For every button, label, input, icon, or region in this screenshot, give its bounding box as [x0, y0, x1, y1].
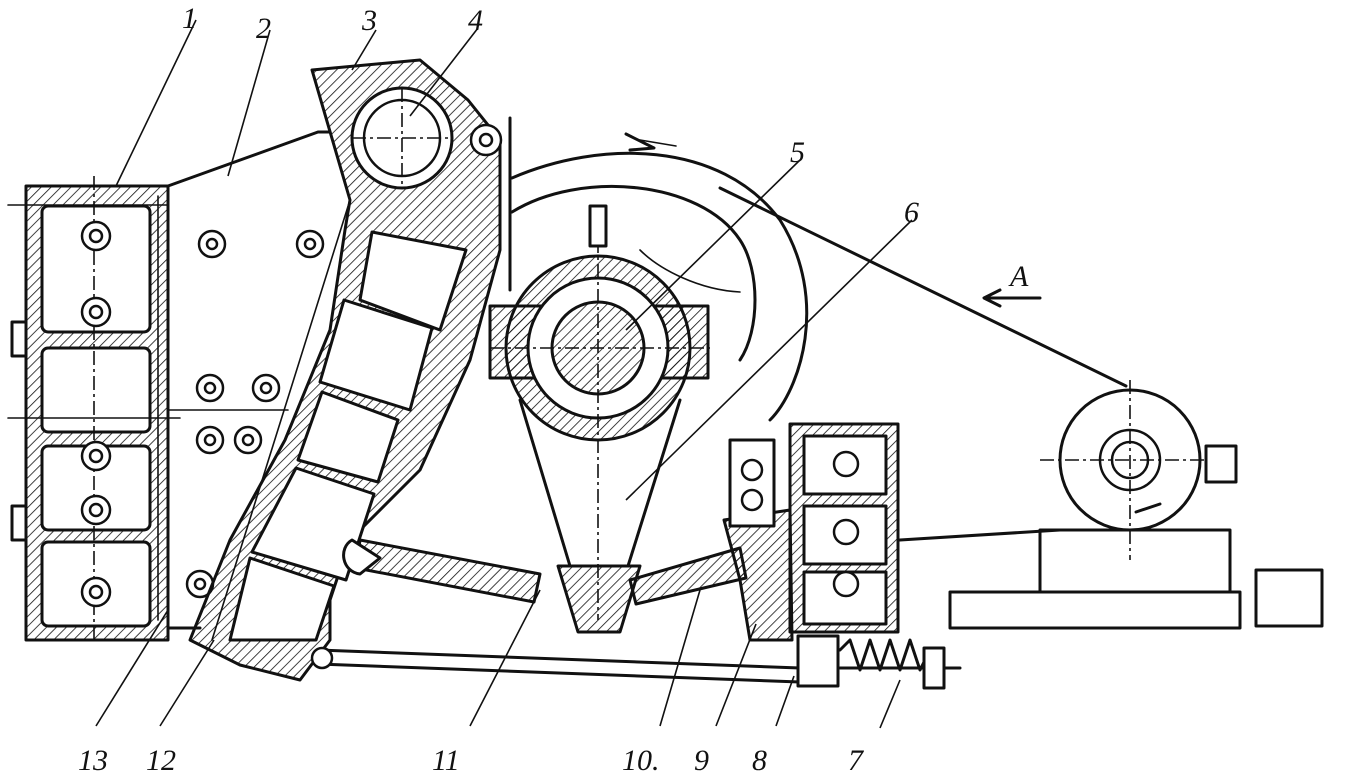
- frame-side-plate: [166, 130, 332, 630]
- callout-7: 7: [848, 744, 865, 777]
- callout-10: 10.: [622, 744, 660, 777]
- callout-6: 6: [904, 196, 919, 229]
- callout-11: 11: [432, 744, 460, 777]
- callout-1: 1: [182, 2, 197, 35]
- view-arrow-a: A: [982, 260, 1042, 308]
- callout-12: 12: [146, 744, 176, 777]
- electric-motor: [948, 380, 1324, 630]
- front-toggle-plate: [342, 538, 542, 604]
- callout-13: 13: [78, 744, 108, 777]
- rear-wall-bolts: [80, 220, 112, 608]
- rear-frame-wall: [7, 176, 181, 642]
- leader-lines: [95, 19, 913, 729]
- callout-2: 2: [256, 12, 271, 45]
- swing-jaw: [188, 58, 502, 682]
- flywheel: [510, 132, 809, 422]
- callout-labels: 1 2 3 4 5 6 7 8 9 10. 11 12 13: [78, 2, 919, 777]
- jaw-axle: [350, 86, 512, 292]
- callout-5: 5: [790, 136, 805, 169]
- callout-8: 8: [752, 744, 767, 777]
- rear-toggle-plate: [628, 546, 748, 606]
- view-label-a: A: [1008, 260, 1029, 293]
- callout-9: 9: [694, 744, 709, 777]
- connecting-rod: [518, 398, 682, 634]
- pull-rod-spring: [310, 634, 962, 690]
- callout-4: 4: [468, 4, 483, 37]
- callout-3: 3: [361, 4, 377, 37]
- adjusting-wedge: [722, 438, 794, 642]
- drive-belt: [718, 186, 1128, 542]
- eccentric-bearing-housing: [488, 204, 710, 620]
- front-frame-block: [788, 422, 900, 634]
